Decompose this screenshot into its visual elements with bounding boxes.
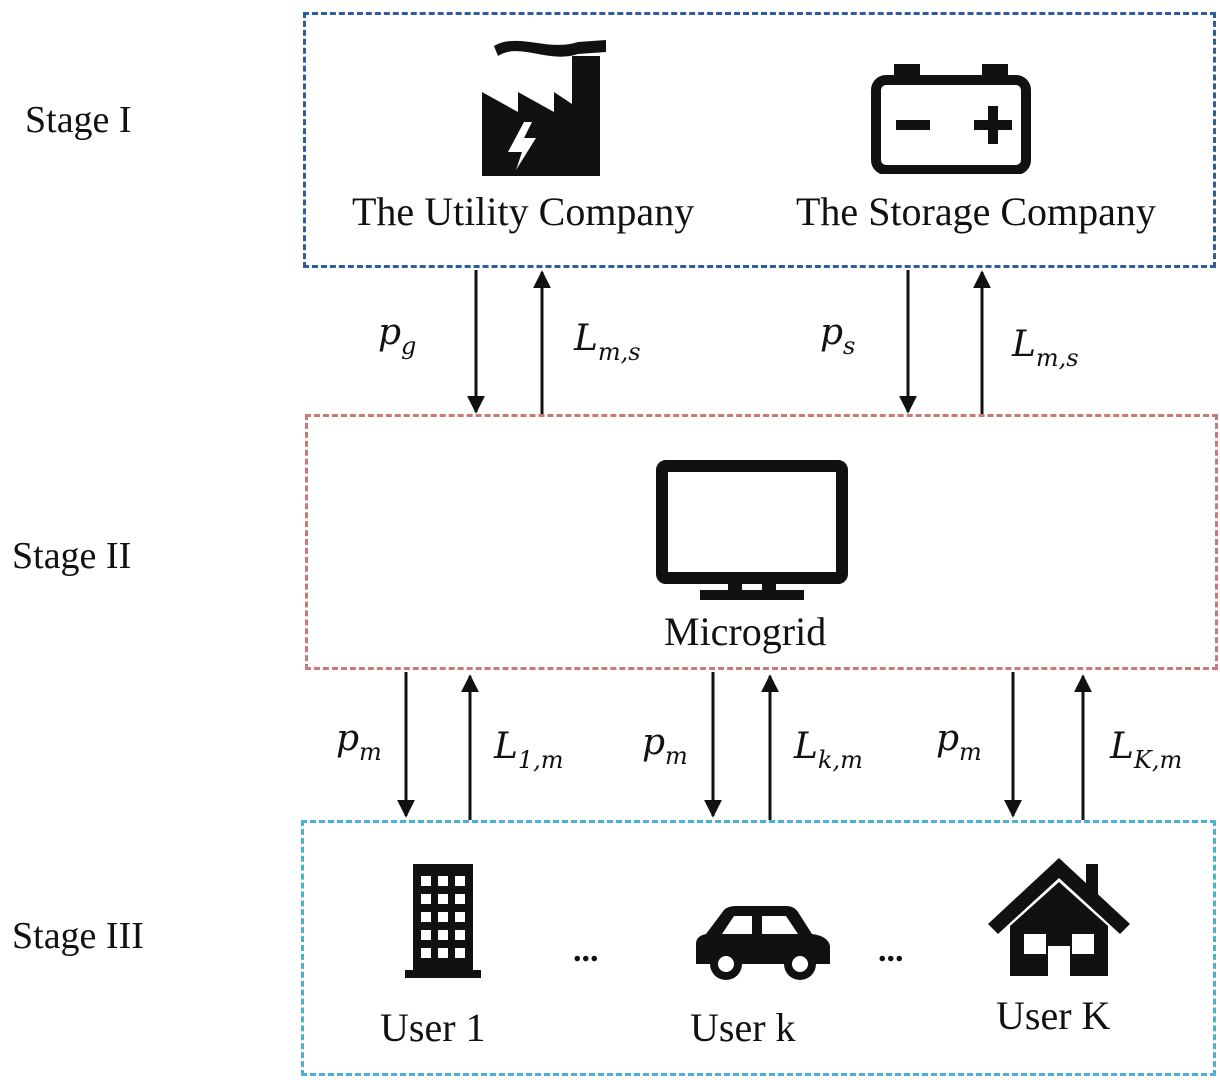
monitor-icon xyxy=(656,460,848,600)
flow-label-l1m: L1,m xyxy=(494,726,564,774)
flow-label-lKm: LK,m xyxy=(1110,726,1183,774)
flow-label-pg: pg xyxy=(378,312,417,360)
flow-label-lkm: Lk,m xyxy=(794,726,863,774)
building-icon xyxy=(405,864,481,978)
user-k-label: User k xyxy=(690,1005,796,1050)
utility-company-label: The Utility Company xyxy=(352,189,695,234)
flow-label-ps: ps xyxy=(820,312,856,360)
stage-2-label: Stage II xyxy=(12,535,132,577)
house-icon xyxy=(988,858,1130,976)
stage-3-label: Stage III xyxy=(12,915,144,957)
stage-1-box xyxy=(303,12,1216,268)
battery-icon xyxy=(871,64,1031,174)
car-icon xyxy=(696,906,830,980)
ellipsis-right: ... xyxy=(878,932,904,969)
ellipsis-left: ... xyxy=(573,932,599,969)
microgrid-label: Microgrid xyxy=(664,609,827,654)
stage-2-box xyxy=(305,414,1218,670)
user-K-label: User K xyxy=(996,993,1111,1038)
flow-label-lms-2: Lm,s xyxy=(1012,324,1079,372)
user-1-label: User 1 xyxy=(380,1005,486,1050)
storage-company-label: The Storage Company xyxy=(796,189,1156,234)
factory-icon xyxy=(482,40,606,176)
flow-label-lms-1: Lm,s xyxy=(574,318,641,366)
flow-label-pm-1: pm xyxy=(336,718,382,766)
stage-3-box xyxy=(301,820,1216,1076)
flow-label-pm-2: pm xyxy=(642,722,688,770)
stage-1-label: Stage I xyxy=(25,99,132,141)
flow-label-pm-3: pm xyxy=(936,718,982,766)
